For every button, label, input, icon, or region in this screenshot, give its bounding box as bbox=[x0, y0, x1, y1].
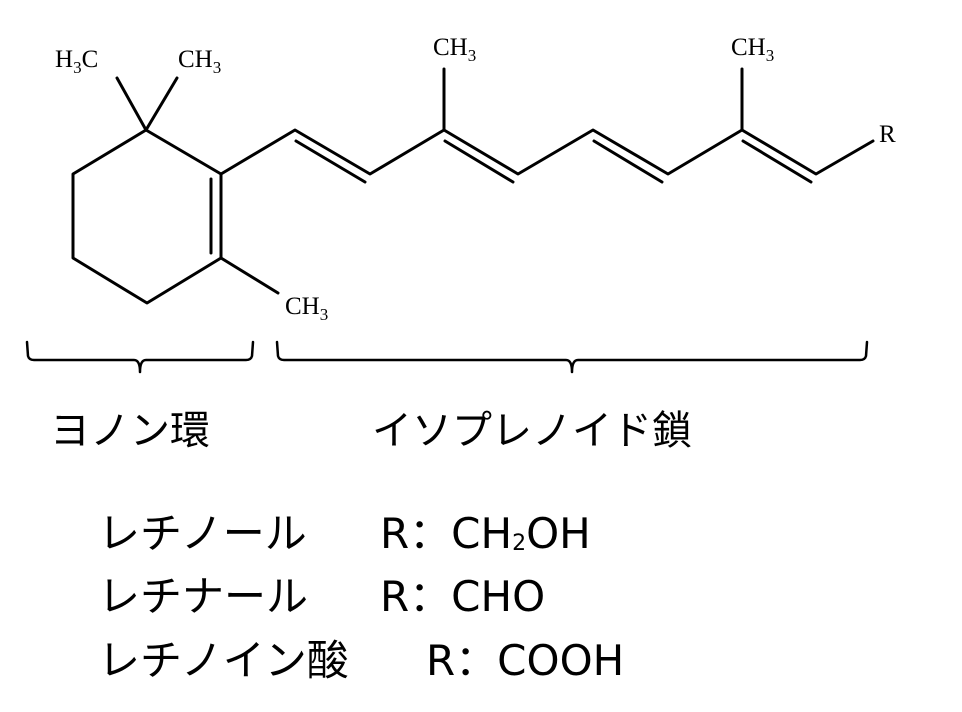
compound-row-retinol: レチノール R：CH2OH bbox=[98, 500, 591, 561]
compound-row-retinal: レチナール R：CHO bbox=[98, 563, 545, 624]
r-group-label: R bbox=[879, 121, 896, 148]
chain-methyl-label-1: CH3 bbox=[433, 34, 476, 65]
gem-methyl-label-right: CH3 bbox=[178, 46, 221, 77]
chain-double-bond-1 bbox=[294, 139, 367, 184]
ionone-ring-label: ヨノン環 bbox=[50, 408, 210, 454]
isoprenoid-chain-brace bbox=[275, 340, 869, 374]
gem-methyl-label-left: H3C bbox=[55, 46, 98, 77]
ring-methyl-label: CH3 bbox=[285, 293, 328, 324]
chain-double-bond-4 bbox=[741, 139, 813, 184]
compound-r-group: R：COOH bbox=[426, 636, 625, 685]
compound-r-group: R：CHO bbox=[380, 572, 546, 621]
compound-name: レチノイン酸 bbox=[98, 636, 349, 685]
compound-name: レチナール bbox=[98, 572, 309, 621]
ring-methyl-bond bbox=[219, 256, 280, 295]
ionone-ring-brace bbox=[25, 340, 255, 374]
chain-double-bond-3 bbox=[592, 139, 664, 184]
chain-methyl-label-2: CH3 bbox=[731, 34, 774, 65]
compound-r-group: R：CH2OH bbox=[380, 509, 591, 558]
compound-row-retinoic-acid: レチノイン酸 R：COOH bbox=[98, 627, 624, 688]
isoprenoid-chain-bonds bbox=[219, 128, 875, 176]
chain-double-bond-2 bbox=[443, 139, 515, 184]
ionone-ring-bonds bbox=[71, 128, 223, 305]
compound-name: レチノール bbox=[98, 509, 307, 558]
gem-methyl-bond-right bbox=[144, 76, 179, 132]
gem-methyl-bond-left bbox=[115, 76, 148, 132]
isoprenoid-chain-label: イソプレノイド鎖 bbox=[372, 408, 692, 454]
